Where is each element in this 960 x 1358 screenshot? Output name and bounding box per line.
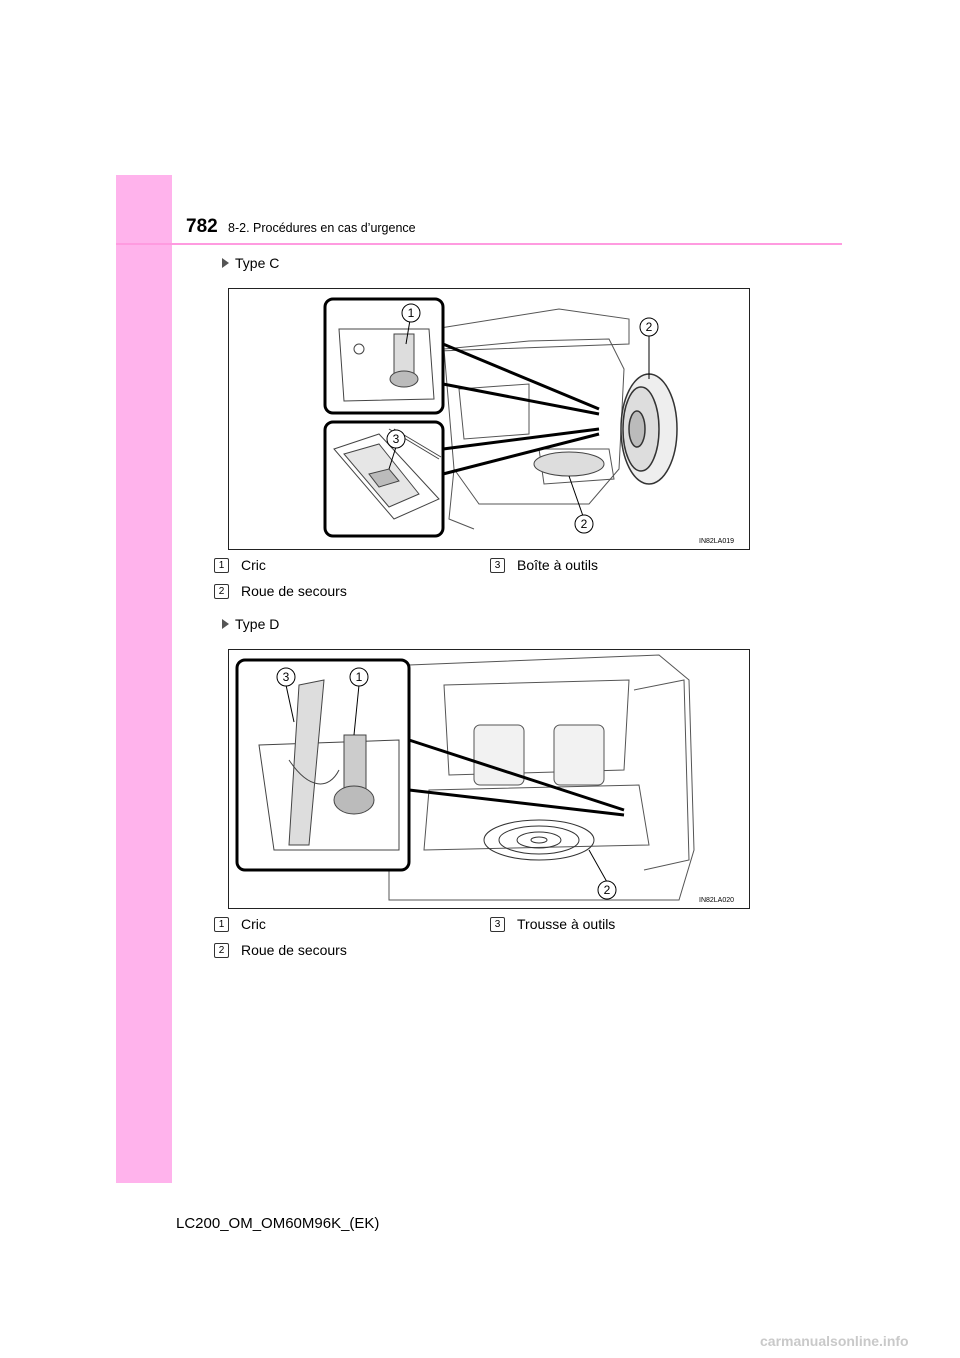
inset-jack-frame [235, 658, 411, 872]
legend-item-3: 3 Trousse à outils [490, 916, 615, 932]
type-c-label-text: Type C [235, 255, 280, 271]
page-number: 782 [186, 216, 218, 237]
side-color-band [116, 175, 172, 1183]
legend-num: 3 [490, 557, 505, 573]
figure-code: IN82LA020 [699, 897, 734, 904]
legend-text: Cric [241, 916, 266, 932]
arrow-bullet-icon [222, 258, 229, 268]
callout-2: 2 [604, 883, 611, 897]
callout-3: 3 [393, 432, 400, 446]
figure-code: IN82LA019 [699, 538, 734, 545]
callout-2: 2 [646, 320, 653, 334]
legend-item-1: 1 Cric [214, 916, 266, 932]
callout-3: 3 [283, 670, 290, 684]
type-d-callouts: 3 1 2 [276, 667, 617, 900]
legend-item-1: 1 Cric [214, 557, 266, 573]
callout-1: 1 [356, 670, 363, 684]
type-d-label-text: Type D [235, 616, 280, 632]
legend-num: 2 [214, 942, 229, 958]
arrow-bullet-icon [222, 619, 229, 629]
legend-num: 1 [214, 557, 229, 573]
inset-jack-frame [323, 297, 445, 415]
legend-num: 2 [214, 583, 229, 599]
legend-text: Roue de secours [241, 583, 347, 599]
legend-text: Trousse à outils [517, 916, 616, 932]
type-c-illustration: 1 2 3 2 IN82LA019 [228, 288, 750, 550]
legend-item-3: 3 Boîte à outils [490, 557, 598, 573]
callout-2-lower: 2 [581, 517, 588, 531]
type-d-label: Type D [222, 616, 279, 632]
legend-item-2: 2 Roue de secours [214, 583, 347, 599]
legend-text: Boîte à outils [517, 557, 598, 573]
legend-item-2: 2 Roue de secours [214, 942, 347, 958]
legend-num: 1 [214, 916, 229, 932]
type-d-illustration: 3 1 2 IN82LA020 [228, 649, 750, 909]
type-c-callouts: 1 2 3 2 [386, 303, 659, 534]
legend-text: Cric [241, 557, 266, 573]
type-c-label: Type C [222, 255, 279, 271]
watermark: carmanualsonline.info [760, 1333, 909, 1349]
callout-1: 1 [408, 306, 415, 320]
document-code: LC200_OM_OM60M96K_(EK) [176, 1215, 380, 1232]
legend-text: Roue de secours [241, 942, 347, 958]
header-rule [116, 243, 842, 245]
section-title: 8-2. Procédures en cas d’urgence [228, 221, 416, 235]
legend-num: 3 [490, 916, 505, 932]
